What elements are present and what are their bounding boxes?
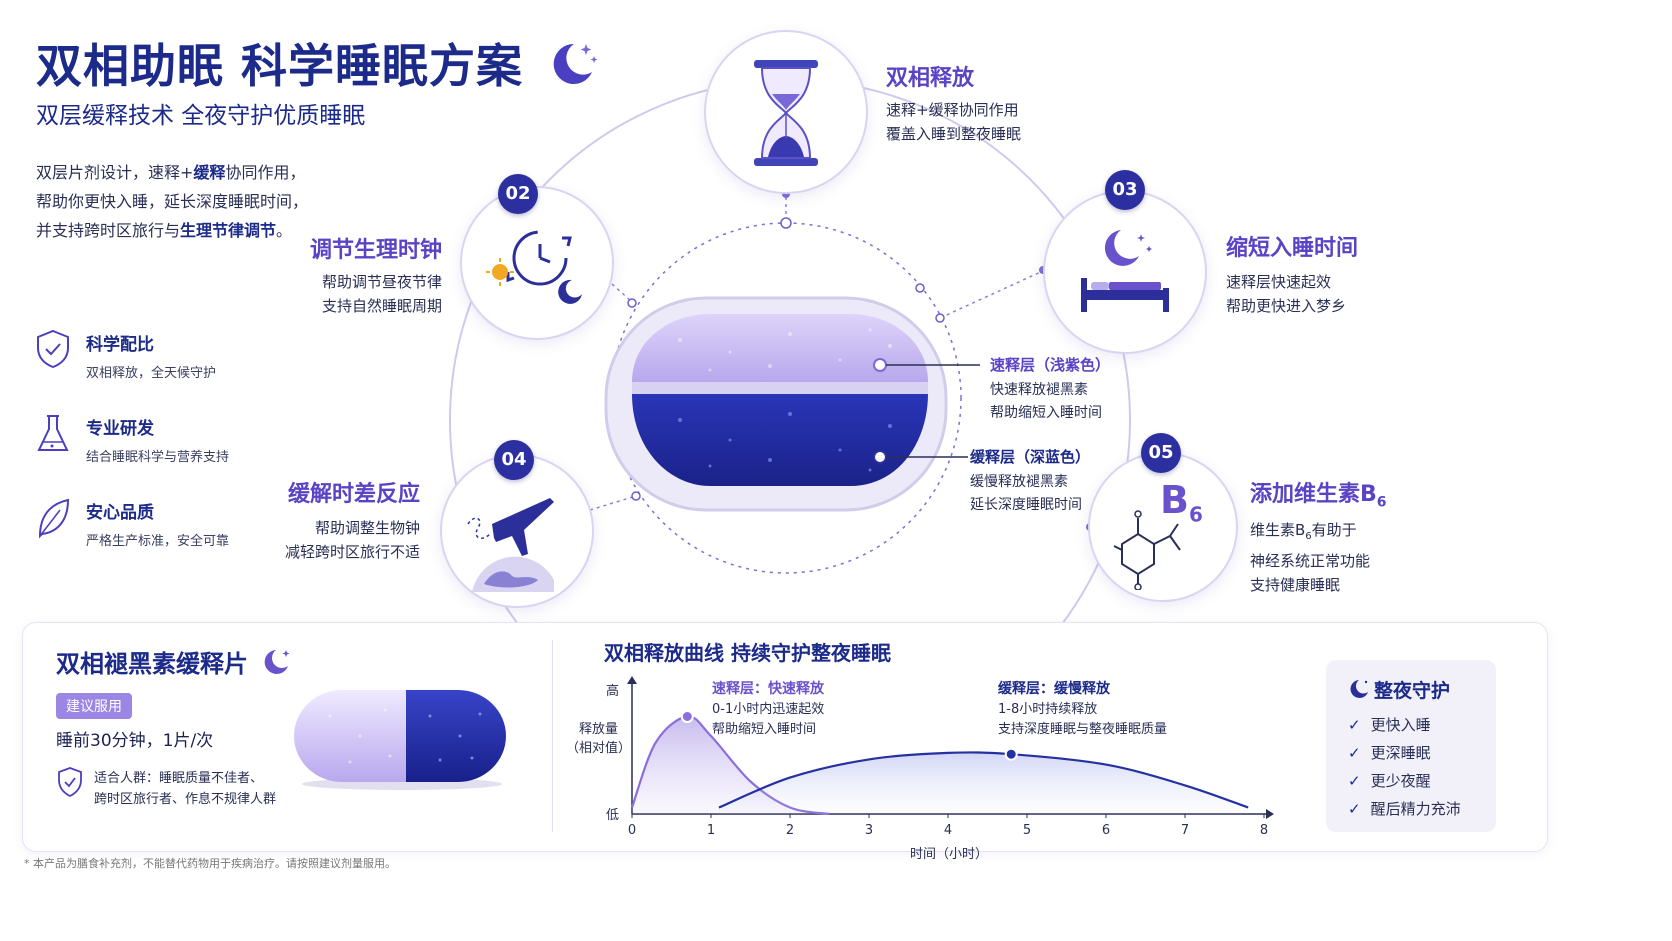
benefit-desc-1: 帮助调整生物钟 bbox=[314, 519, 420, 537]
benefit-circle-05: B6 bbox=[1088, 452, 1238, 602]
benefit-desc-2: 神经系统正常功能 bbox=[1250, 552, 1371, 571]
x-tick-label: 3 bbox=[865, 823, 873, 838]
clock-cycle-icon bbox=[486, 230, 582, 304]
benefit-circle-02 bbox=[460, 186, 614, 340]
benefit-desc-2: 帮助更快进入梦乡 bbox=[1226, 297, 1347, 315]
x-axis-arrow bbox=[1266, 809, 1274, 819]
slow-layer-label: 缓释层（深蓝色） 缓慢释放褪黑素 延长深度睡眠时间 bbox=[970, 448, 1091, 513]
summary-item: ✓更深睡眠 bbox=[1348, 744, 1431, 762]
plane-globe-icon bbox=[467, 498, 554, 592]
benefit-desc-1: 帮助调节昼夜节律 bbox=[321, 273, 442, 291]
y-axis-arrow bbox=[627, 676, 637, 684]
moon-stars-icon bbox=[553, 43, 598, 84]
y-axis-label: 释放量 （相对值） bbox=[566, 722, 632, 756]
feature-title: 专业研发 bbox=[86, 419, 154, 439]
benefit-title: 缓解时差反应 bbox=[287, 482, 420, 507]
summary-box: 整夜守护 ✓更快入睡 ✓更深睡眠 ✓更少夜醒 ✓醒后精力充沛 bbox=[1326, 660, 1496, 832]
vitamin-b6-label: B6 bbox=[1160, 478, 1203, 527]
benefit-title: 添加维生素B6 bbox=[1250, 482, 1387, 511]
slow-release-curve-area bbox=[718, 752, 1249, 814]
shield-check-icon bbox=[58, 767, 82, 798]
summary-item: ✓醒后精力充沛 bbox=[1348, 800, 1461, 818]
benefit-05-text: 添加维生素B6 维生素B6有助于 神经系统正常功能 支持健康睡眠 bbox=[1250, 476, 1387, 597]
x-tick-label: 1 bbox=[707, 823, 715, 838]
product-name: 双相褪黑素缓释片 bbox=[56, 644, 294, 679]
summary-list: ✓更快入睡 ✓更深睡眠 ✓更少夜醒 ✓醒后精力充沛 bbox=[1348, 714, 1461, 826]
moon-stars-icon bbox=[1350, 680, 1368, 698]
summary-title: 整夜守护 bbox=[1348, 676, 1450, 703]
fast-release-note: 速释层：快速释放 0-1小时内迅速起效 帮助缩短入睡时间 bbox=[712, 681, 825, 737]
y-high-label: 高 bbox=[606, 684, 620, 699]
benefit-circle-top bbox=[704, 30, 868, 194]
shield-check-icon bbox=[37, 329, 69, 369]
dosage-badge: 建议服用 bbox=[56, 693, 132, 719]
slow-release-curve-peak-point bbox=[1004, 747, 1018, 761]
summary-item: ✓更快入睡 bbox=[1348, 716, 1431, 734]
leaf-icon bbox=[38, 498, 70, 539]
curve-title: 双相释放曲线 持续守护整夜睡眠 bbox=[604, 641, 891, 665]
benefit-desc-1: 速释+缓释协同作用 bbox=[886, 101, 1019, 119]
feature-title: 安心品质 bbox=[86, 503, 154, 523]
hourglass-icon bbox=[754, 60, 818, 166]
benefit-title: 缩短入睡时间 bbox=[1226, 236, 1359, 261]
badge-03: 03 bbox=[1105, 170, 1145, 210]
benefit-03-text: 缩短入睡时间 速释层快速起效 帮助更快进入梦乡 bbox=[1226, 230, 1358, 318]
benefit-title: 双相释放 bbox=[886, 66, 975, 91]
bed-moon-icon bbox=[1081, 230, 1169, 312]
summary-item: ✓更少夜醒 bbox=[1348, 772, 1431, 790]
moon-stars-icon bbox=[265, 650, 290, 674]
badge-05: 05 bbox=[1141, 433, 1181, 473]
feature-desc: 结合睡眠科学与营养支持 bbox=[86, 450, 230, 465]
feature-desc: 严格生产标准，安全可靠 bbox=[86, 534, 230, 549]
benefit-desc-2: 覆盖入睡到整夜睡眠 bbox=[886, 125, 1022, 143]
x-tick-label: 4 bbox=[944, 823, 952, 838]
dosage-text: 睡前30分钟，1片/次 bbox=[56, 731, 214, 751]
x-tick-label: 0 bbox=[628, 823, 636, 838]
page-subtitle: 双层缓释技术 全夜守护优质睡眠 bbox=[36, 103, 366, 129]
benefit-02-text: 调节生理时钟 帮助调节昼夜节律 支持自然睡眠周期 bbox=[300, 232, 442, 318]
slow-release-note: 缓释层：缓慢释放 1-8小时持续释放 支持深度睡眠与整夜睡眠质量 bbox=[998, 681, 1168, 737]
x-tick-label: 5 bbox=[1023, 823, 1031, 838]
fast-release-curve-area bbox=[632, 716, 830, 814]
benefit-desc-1: 速释层快速起效 bbox=[1226, 273, 1332, 291]
feature-title: 科学配比 bbox=[86, 335, 154, 355]
x-tick-label: 7 bbox=[1181, 823, 1189, 838]
check-icon: ✓ bbox=[1348, 744, 1361, 762]
benefit-circle-03 bbox=[1043, 190, 1207, 354]
benefit-title: 调节生理时钟 bbox=[309, 238, 442, 263]
release-curve-chart: 0 1 2 3 4 5 6 7 8 bbox=[627, 676, 1274, 838]
audience-text: 适合人群：睡眠质量不佳者、 跨时区旅行者、作息不规律人群 bbox=[94, 771, 277, 807]
check-icon: ✓ bbox=[1348, 716, 1361, 734]
benefit-desc-2: 减轻跨时区旅行不适 bbox=[284, 543, 420, 561]
footnote: * 本产品为膳食补充剂，不能替代药物用于疾病治疗。请按照建议剂量服用。 bbox=[24, 857, 396, 870]
capsule-image bbox=[294, 690, 506, 790]
page-title: 双相助眠 科学睡眠方案 bbox=[36, 30, 598, 96]
badge-04: 04 bbox=[494, 440, 534, 480]
flask-icon bbox=[37, 415, 69, 451]
check-icon: ✓ bbox=[1348, 800, 1361, 818]
x-tick-label: 6 bbox=[1102, 823, 1110, 838]
fast-layer-label: 速释层（浅紫色） 快速释放褪黑素 帮助缩短入睡时间 bbox=[990, 356, 1111, 421]
x-axis-label: 时间（小时） bbox=[910, 847, 989, 862]
x-tick-label: 2 bbox=[786, 823, 794, 838]
benefit-desc-3: 支持健康睡眠 bbox=[1250, 576, 1341, 595]
benefit-desc-1: 维生素B6有助于 bbox=[1250, 521, 1357, 543]
bilayer-tablet-image bbox=[604, 296, 948, 512]
tablet-callout-lines bbox=[873, 358, 980, 464]
benefit-top-text: 双相释放 速释+缓释协同作用 覆盖入睡到整夜睡眠 bbox=[886, 60, 1021, 146]
x-tick-label: 8 bbox=[1260, 823, 1268, 838]
molecule-icon bbox=[1113, 510, 1181, 590]
badge-02: 02 bbox=[498, 174, 538, 214]
benefit-desc-2: 支持自然睡眠周期 bbox=[321, 297, 442, 315]
benefit-04-text: 缓解时差反应 帮助调整生物钟 减轻跨时区旅行不适 bbox=[264, 476, 420, 564]
intro-text: 双层片剂设计，速释+缓释协同作用， 帮助你更快入睡，延长深度睡眠时间， 并支持跨… bbox=[36, 163, 309, 240]
y-low-label: 低 bbox=[606, 808, 620, 823]
fast-release-curve-peak-point bbox=[680, 710, 694, 723]
panel-divider bbox=[552, 640, 553, 832]
check-icon: ✓ bbox=[1348, 772, 1361, 790]
feature-desc: 双相释放，全天候守护 bbox=[86, 366, 217, 381]
slow-release-curve bbox=[718, 751, 1249, 809]
